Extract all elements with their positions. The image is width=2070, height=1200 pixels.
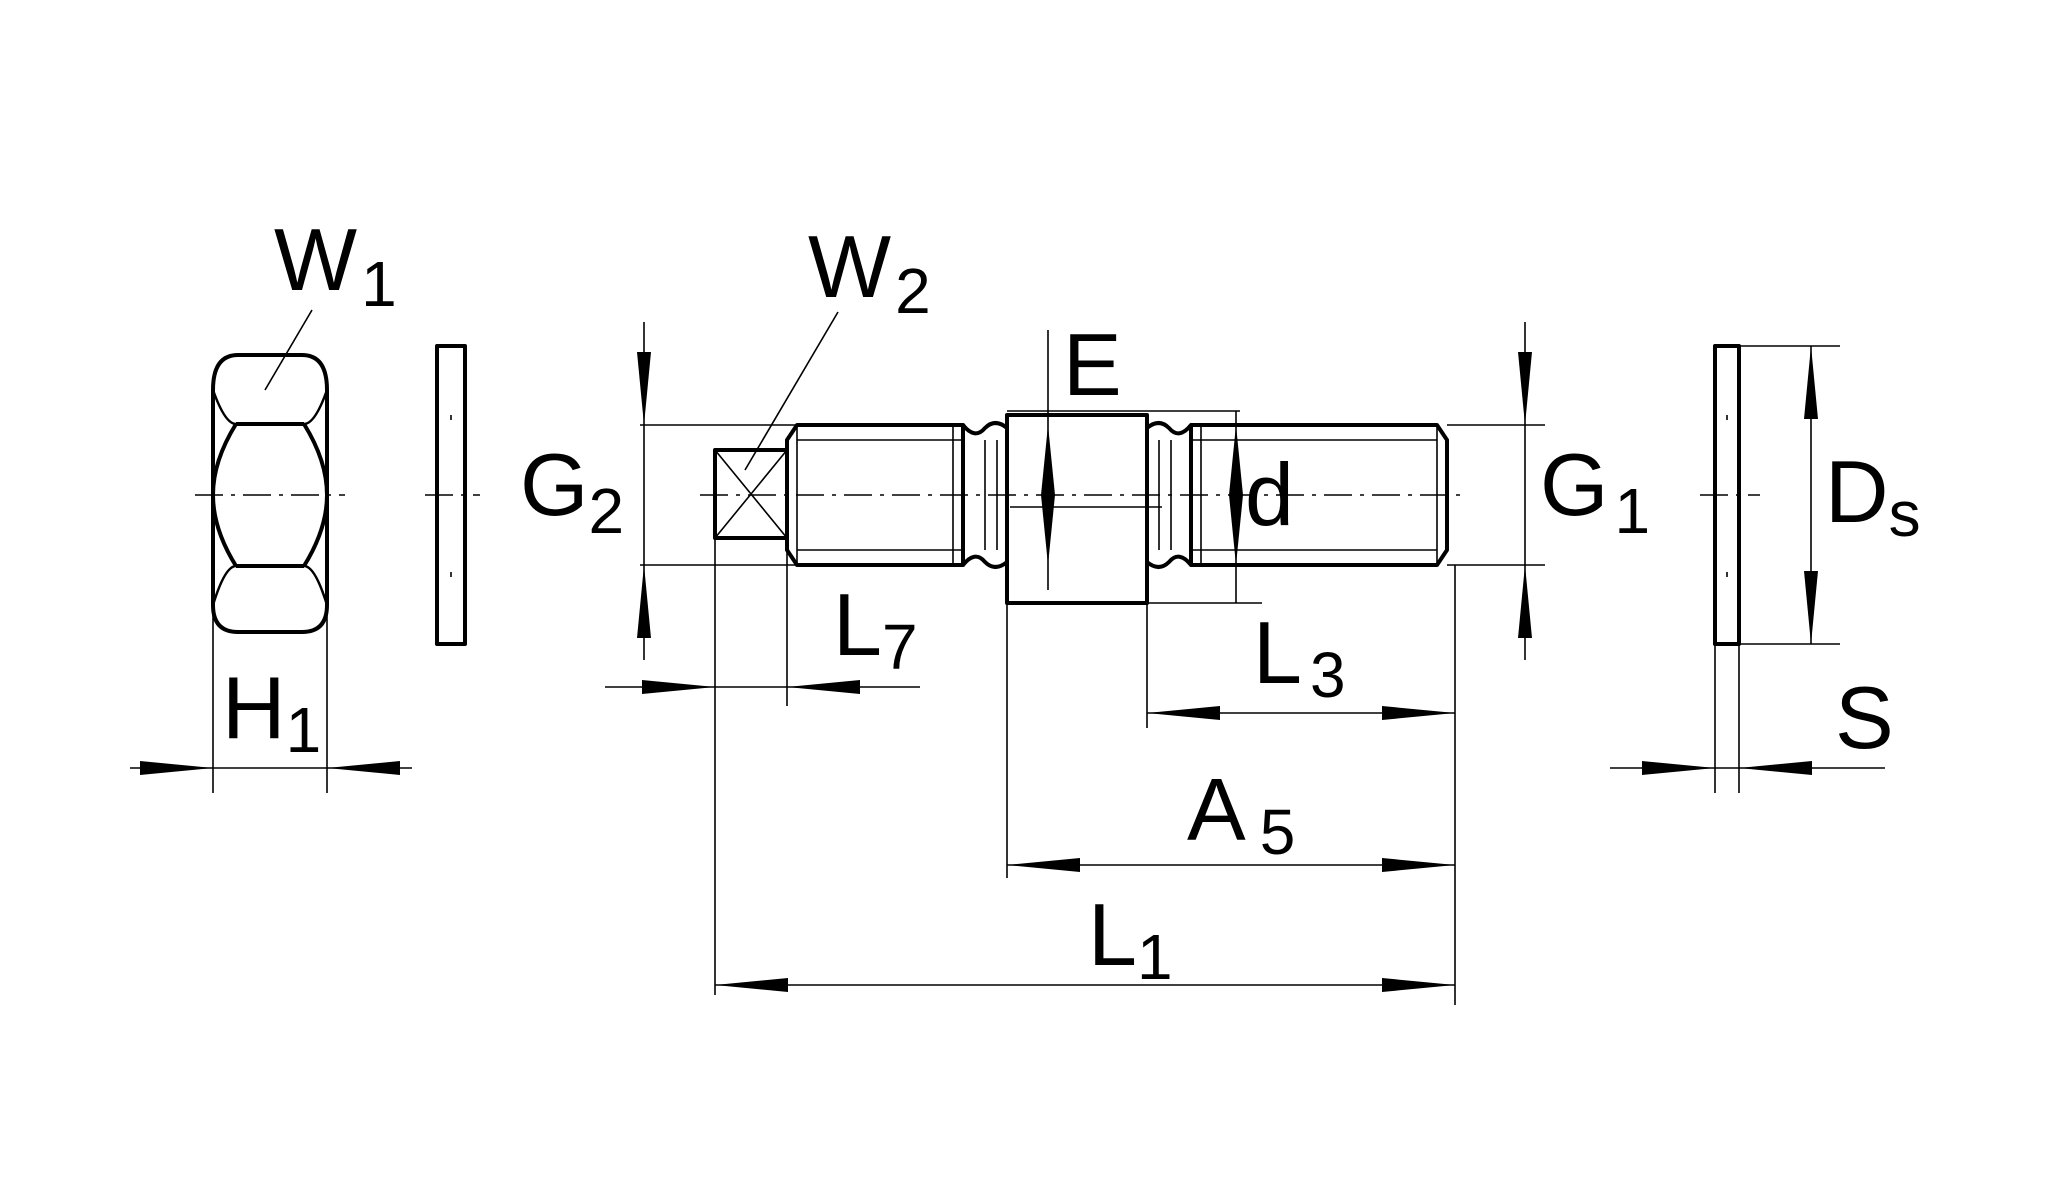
label-s: S xyxy=(1835,668,1894,767)
hex-nut xyxy=(130,309,412,793)
label-w1: W1 xyxy=(274,210,397,320)
label-l1: L1 xyxy=(1088,885,1173,993)
stud-bolt xyxy=(700,311,1468,605)
label-w2: W2 xyxy=(808,217,931,327)
label-h1: H1 xyxy=(222,658,321,766)
label-g2: G2 xyxy=(520,435,624,547)
label-d: d xyxy=(1245,445,1294,544)
label-ds: Ds xyxy=(1825,442,1921,550)
dimensions-stud xyxy=(605,322,1545,1005)
label-l7: L7 xyxy=(833,575,918,683)
washer-left xyxy=(425,344,480,646)
washer-right xyxy=(1610,344,1885,793)
label-g1: G1 xyxy=(1540,435,1650,547)
label-e: E xyxy=(1063,315,1122,414)
